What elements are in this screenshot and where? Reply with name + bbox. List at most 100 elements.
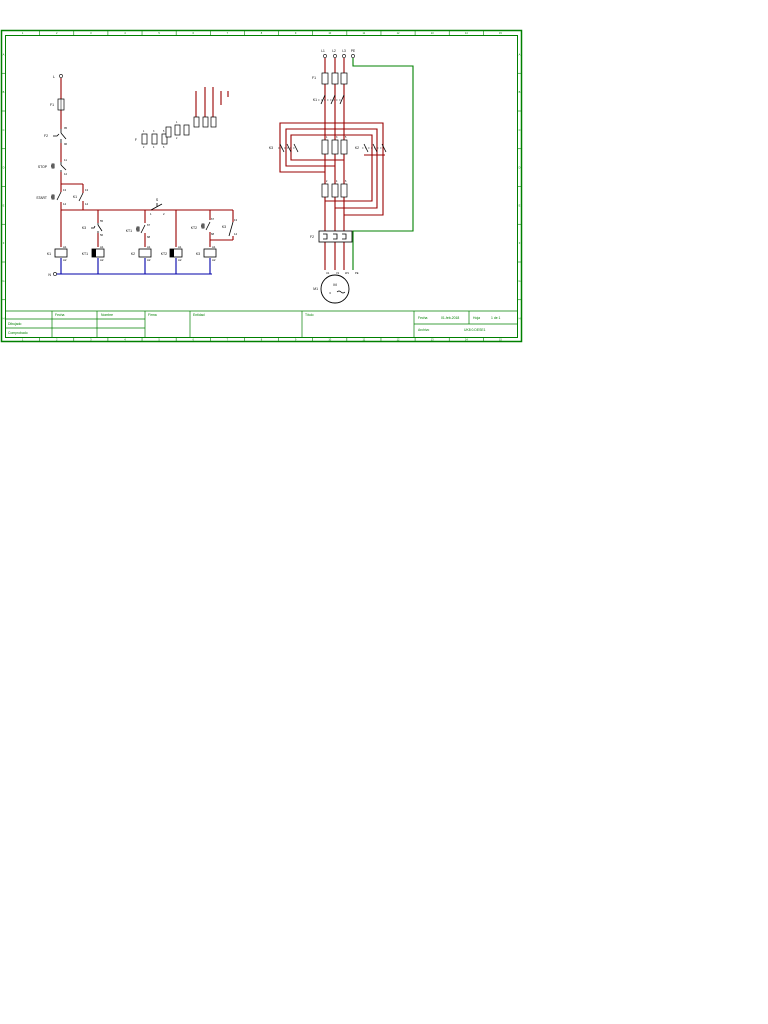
main-contactor (318, 94, 345, 105)
pin-label: 56 (100, 233, 104, 237)
holding-contact-label: K1 (73, 195, 77, 199)
star-contactor (278, 143, 299, 153)
overload-contact-label: F2 (44, 134, 48, 138)
pin-label: 95 (64, 126, 68, 130)
auxiliary-terminal-block (141, 116, 217, 145)
k3-interlock-label: K3 (82, 226, 86, 230)
frame-row-label: B (519, 90, 521, 94)
frame-column-label: 1 (22, 31, 24, 35)
terminal-number: 6 (163, 146, 165, 149)
frame-column-label: 6 (193, 338, 195, 342)
comprobado-row-label: Comprobado (8, 331, 28, 335)
start-button (51, 191, 62, 201)
kt1-timer-contact (136, 224, 146, 234)
frame-column-label: 15 (499, 31, 502, 35)
motor-windings-upper (321, 139, 348, 155)
frame-column-label: 4 (124, 338, 126, 342)
frame-row-label: F (519, 241, 521, 245)
firma-header: Firma (148, 313, 157, 317)
supply-terminal-neutral (53, 272, 57, 276)
frame-column-label: 5 (158, 31, 160, 35)
drawing-frame (0, 29, 523, 343)
control-neutral-wiring (56, 258, 212, 275)
contact-number: 6 (345, 180, 347, 183)
phase-label-l1: L1 (321, 49, 325, 53)
motor: M 3 (320, 274, 350, 304)
frame-column-label: 12 (397, 31, 400, 35)
coil-k2-label: K2 (131, 252, 135, 256)
pin-label: 13 (63, 188, 67, 192)
pin-label: A1 (100, 245, 104, 249)
supply-terminal-live (59, 74, 63, 78)
power-fuses-label: F1 (312, 76, 316, 80)
pin-label: 13 (85, 188, 89, 192)
coil-kt2-label: KT2 (161, 252, 167, 256)
frame-column-label: 15 (499, 338, 502, 342)
motor-label: M1 (313, 287, 318, 291)
pin-label: 11 (64, 158, 67, 162)
motor-terminal: PE (355, 271, 359, 275)
pin-label: A1 (212, 245, 216, 249)
frame-column-label: 13 (431, 31, 434, 35)
coil-kt1: KT1 A1 A2 (82, 245, 105, 262)
pin-label: A2 (212, 258, 216, 262)
frame-row-label: H (519, 317, 521, 321)
contact-number: 3 (336, 136, 338, 139)
kt2-timer-contact (201, 221, 211, 231)
coil-k2: K2 A1 A2 (131, 245, 152, 262)
power-fuses (321, 72, 348, 85)
terminal-number: 1 (176, 121, 178, 124)
frame-row-label: C (519, 128, 521, 132)
frame-column-label: 2 (56, 338, 58, 342)
frame-row-label: H (3, 317, 5, 321)
frame-column-label: 1 (22, 338, 24, 342)
phase-label-l3: L3 (342, 49, 346, 53)
terminal-number: 3 (153, 130, 155, 133)
pin-label: 12 (64, 172, 68, 176)
pin-label: 14 (63, 202, 67, 206)
coil-k3: K3 A1 A2 (196, 245, 217, 262)
archivo-value: UK8 0.DESE1 (464, 328, 486, 332)
terminal-number: 2 (143, 146, 145, 149)
power-circuit: L1 L2 L3 PE F1 K1 K2 (269, 49, 414, 304)
supply-neutral-label: N (48, 273, 51, 277)
kt2-timer-contact-label: KT2 (191, 226, 197, 230)
terminal-number: 5 (163, 130, 165, 133)
contact-numbers: 1 3 5 2 4 6 (326, 136, 347, 183)
motor-terminal: U1 (326, 271, 330, 275)
power-supply-terminals (323, 54, 355, 58)
frame-column-label: 11 (363, 338, 366, 342)
pin-label: 67 (211, 217, 215, 221)
frame-column-label: 4 (124, 31, 126, 35)
pin-label: 68 (211, 232, 215, 236)
pin-label: 67 (147, 223, 151, 227)
thermal-overload-label: F2 (310, 235, 314, 239)
selector-switch (150, 203, 163, 211)
motor-terminal: W1 (345, 271, 349, 275)
frame-column-label: 11 (363, 31, 366, 35)
frame-column-label: 12 (397, 338, 400, 342)
coil-k1-label: K1 (47, 252, 51, 256)
hoja-value: 1 de 1 (491, 316, 501, 320)
pin-label: A1 (63, 245, 67, 249)
thermal-overload (318, 230, 353, 243)
pin-label: 96 (64, 142, 68, 146)
pin-label: 14 (85, 202, 89, 206)
terminal-number: 4 (153, 146, 155, 149)
pin-label: 13 (234, 218, 238, 222)
pin-label: A1 (178, 245, 182, 249)
frame-column-label: 14 (465, 338, 468, 342)
frame-grid-ticks (1, 30, 522, 342)
k3-interlock-contact (91, 223, 103, 233)
pin-label: 68 (147, 235, 151, 239)
pin-label: 14 (234, 232, 238, 236)
power-supply-labels: L1 L2 L3 PE (321, 49, 355, 53)
auxiliary-block-label: F (135, 138, 137, 142)
start-button-label: START (36, 196, 47, 200)
contact-number: 2 (326, 180, 328, 183)
phase-label-l2: L2 (332, 49, 336, 53)
frame-column-label: 14 (465, 31, 468, 35)
frame-row-label: G (518, 279, 520, 283)
frame-column-label: 8 (261, 31, 263, 35)
frame-column-label: 6 (193, 31, 195, 35)
